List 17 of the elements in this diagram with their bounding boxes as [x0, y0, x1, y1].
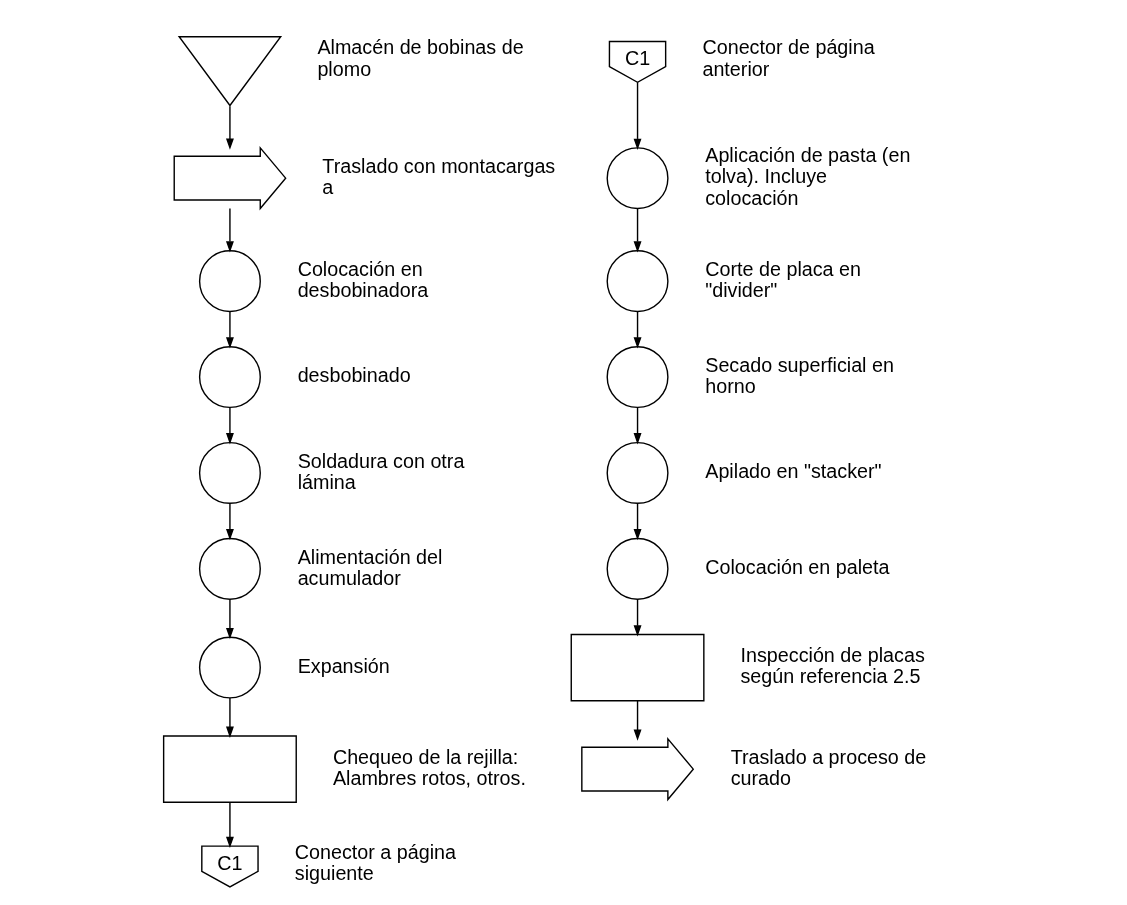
node-label: Inspección de placas según referencia 2.5 [740, 644, 925, 688]
node-label: Apilado en "stacker" [705, 460, 882, 483]
node-label: Conector a página siguiente [294, 840, 457, 885]
node-label: Traslado con montacargas a [322, 154, 556, 198]
node-label: Colocación en paleta [705, 556, 890, 579]
node-label: Corte de placa en "divider" [705, 257, 862, 301]
node-label: Soldadura con otra lámina [297, 449, 465, 493]
node-label: Almacén de bobinas de plomo [317, 36, 524, 80]
node-label: desbobinado [297, 364, 411, 387]
node-label: Conector de página anterior [702, 36, 875, 80]
node-label: Aplicación de pasta (en tolva). Incluye colocación [705, 144, 911, 209]
node-label: Alimentación del acumulador [297, 545, 443, 589]
node-label: Secado superficial en horno [705, 353, 894, 397]
node-label: Colocación en desbobinadora [297, 257, 429, 301]
node-label: Traslado a proceso de curado [730, 745, 927, 789]
node-label: Expansión [297, 654, 390, 677]
node-label: Chequeo de la rejilla: Alambres rotos, otros. [332, 745, 526, 789]
